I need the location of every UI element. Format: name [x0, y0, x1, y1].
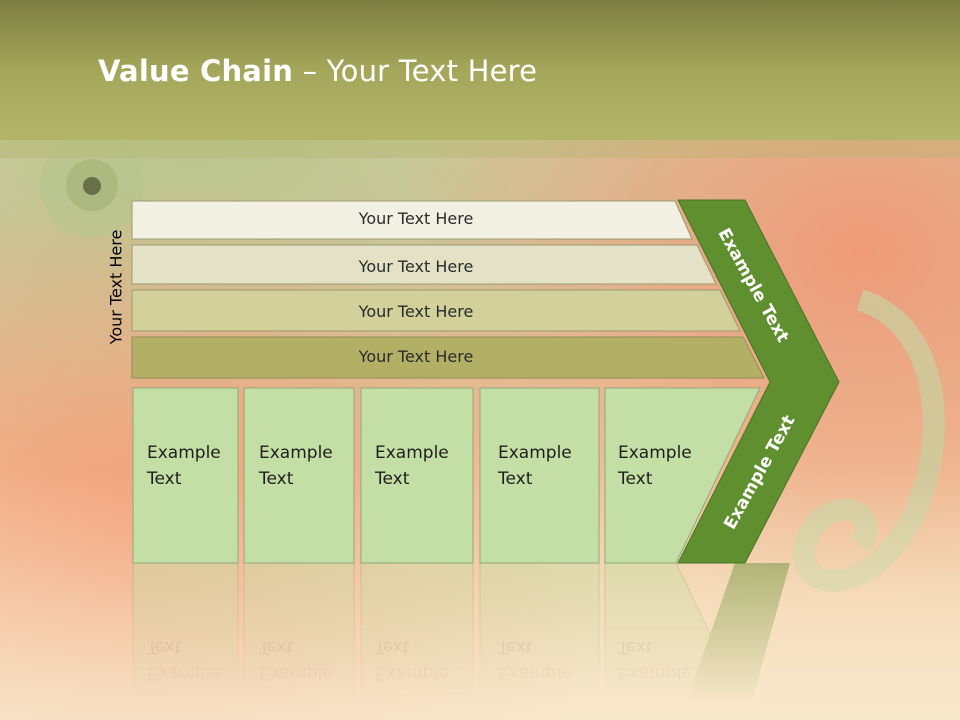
boxes-reflection: Example Text Example Text Example Text E… [132, 562, 790, 720]
reflection-box-5-line2: Text [617, 637, 653, 657]
reflection-box-1-line1: Example [147, 663, 221, 683]
box-1-line1: Example [147, 443, 221, 463]
reflection-box-2-line1: Example [259, 663, 333, 683]
reflection-box-2-line2: Text [258, 637, 294, 657]
reflection-box-4-line1: Example [498, 663, 572, 683]
row-3 [131, 289, 741, 332]
activity-box-2 [243, 387, 355, 564]
row-4 [131, 336, 765, 379]
slide-title-rest: – Your Text Here [293, 54, 538, 88]
box-5-line2: Text [617, 469, 653, 489]
reflection-box-1-line2: Text [146, 637, 182, 657]
row-2 [131, 244, 717, 285]
activity-box-1 [132, 387, 239, 564]
box-4-line1: Example [498, 443, 572, 463]
slide-title: Value Chain – Your Text Here [98, 54, 537, 88]
box-3-line2: Text [374, 469, 410, 489]
box-2-line1: Example [259, 443, 333, 463]
row-2-label: Your Text Here [358, 257, 474, 276]
row-1-label: Your Text Here [358, 209, 474, 228]
row-3-label: Your Text Here [358, 302, 474, 321]
row-1 [131, 200, 693, 240]
row-4-label: Your Text Here [358, 347, 474, 366]
reflection-box-3-line2: Text [374, 637, 410, 657]
box-1-line2: Text [146, 469, 182, 489]
box-4-line2: Text [497, 469, 533, 489]
activity-box-3 [360, 387, 474, 564]
reflection-box-4-line2: Text [497, 637, 533, 657]
box-2-line2: Text [258, 469, 294, 489]
reflection-box-5-line1: Example [618, 663, 692, 683]
activity-box-4 [479, 387, 600, 564]
box-3-line1: Example [375, 443, 449, 463]
box-5-line1: Example [618, 443, 692, 463]
reflection-box-3-line1: Example [375, 663, 449, 683]
slide-title-bold: Value Chain [98, 54, 294, 88]
